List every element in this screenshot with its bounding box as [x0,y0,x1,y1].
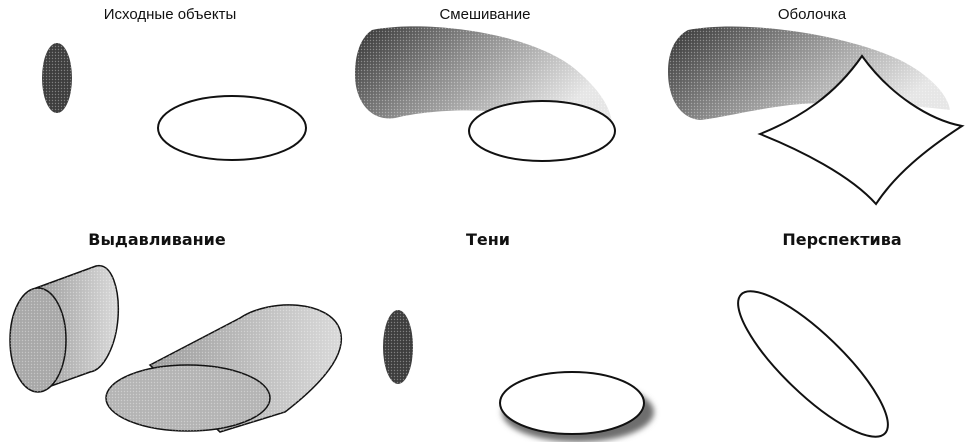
panel-source-objects [42,43,306,160]
panel-perspective [720,273,906,442]
shadowed-ellipse [500,372,644,434]
panel-extrude [10,266,341,432]
dark-ellipse-texture [42,43,72,113]
small-cylinder-face-texture [10,288,66,392]
dark-ellipse-with-shadow-texture [383,310,413,384]
panel-envelope [668,27,962,204]
perspective-ellipse [720,273,906,442]
large-extrusion-face-texture [106,365,270,431]
panel-blend [355,26,615,161]
outline-ellipse [158,96,306,160]
panel-shadows [383,310,654,442]
blend-target-ellipse [469,101,615,161]
